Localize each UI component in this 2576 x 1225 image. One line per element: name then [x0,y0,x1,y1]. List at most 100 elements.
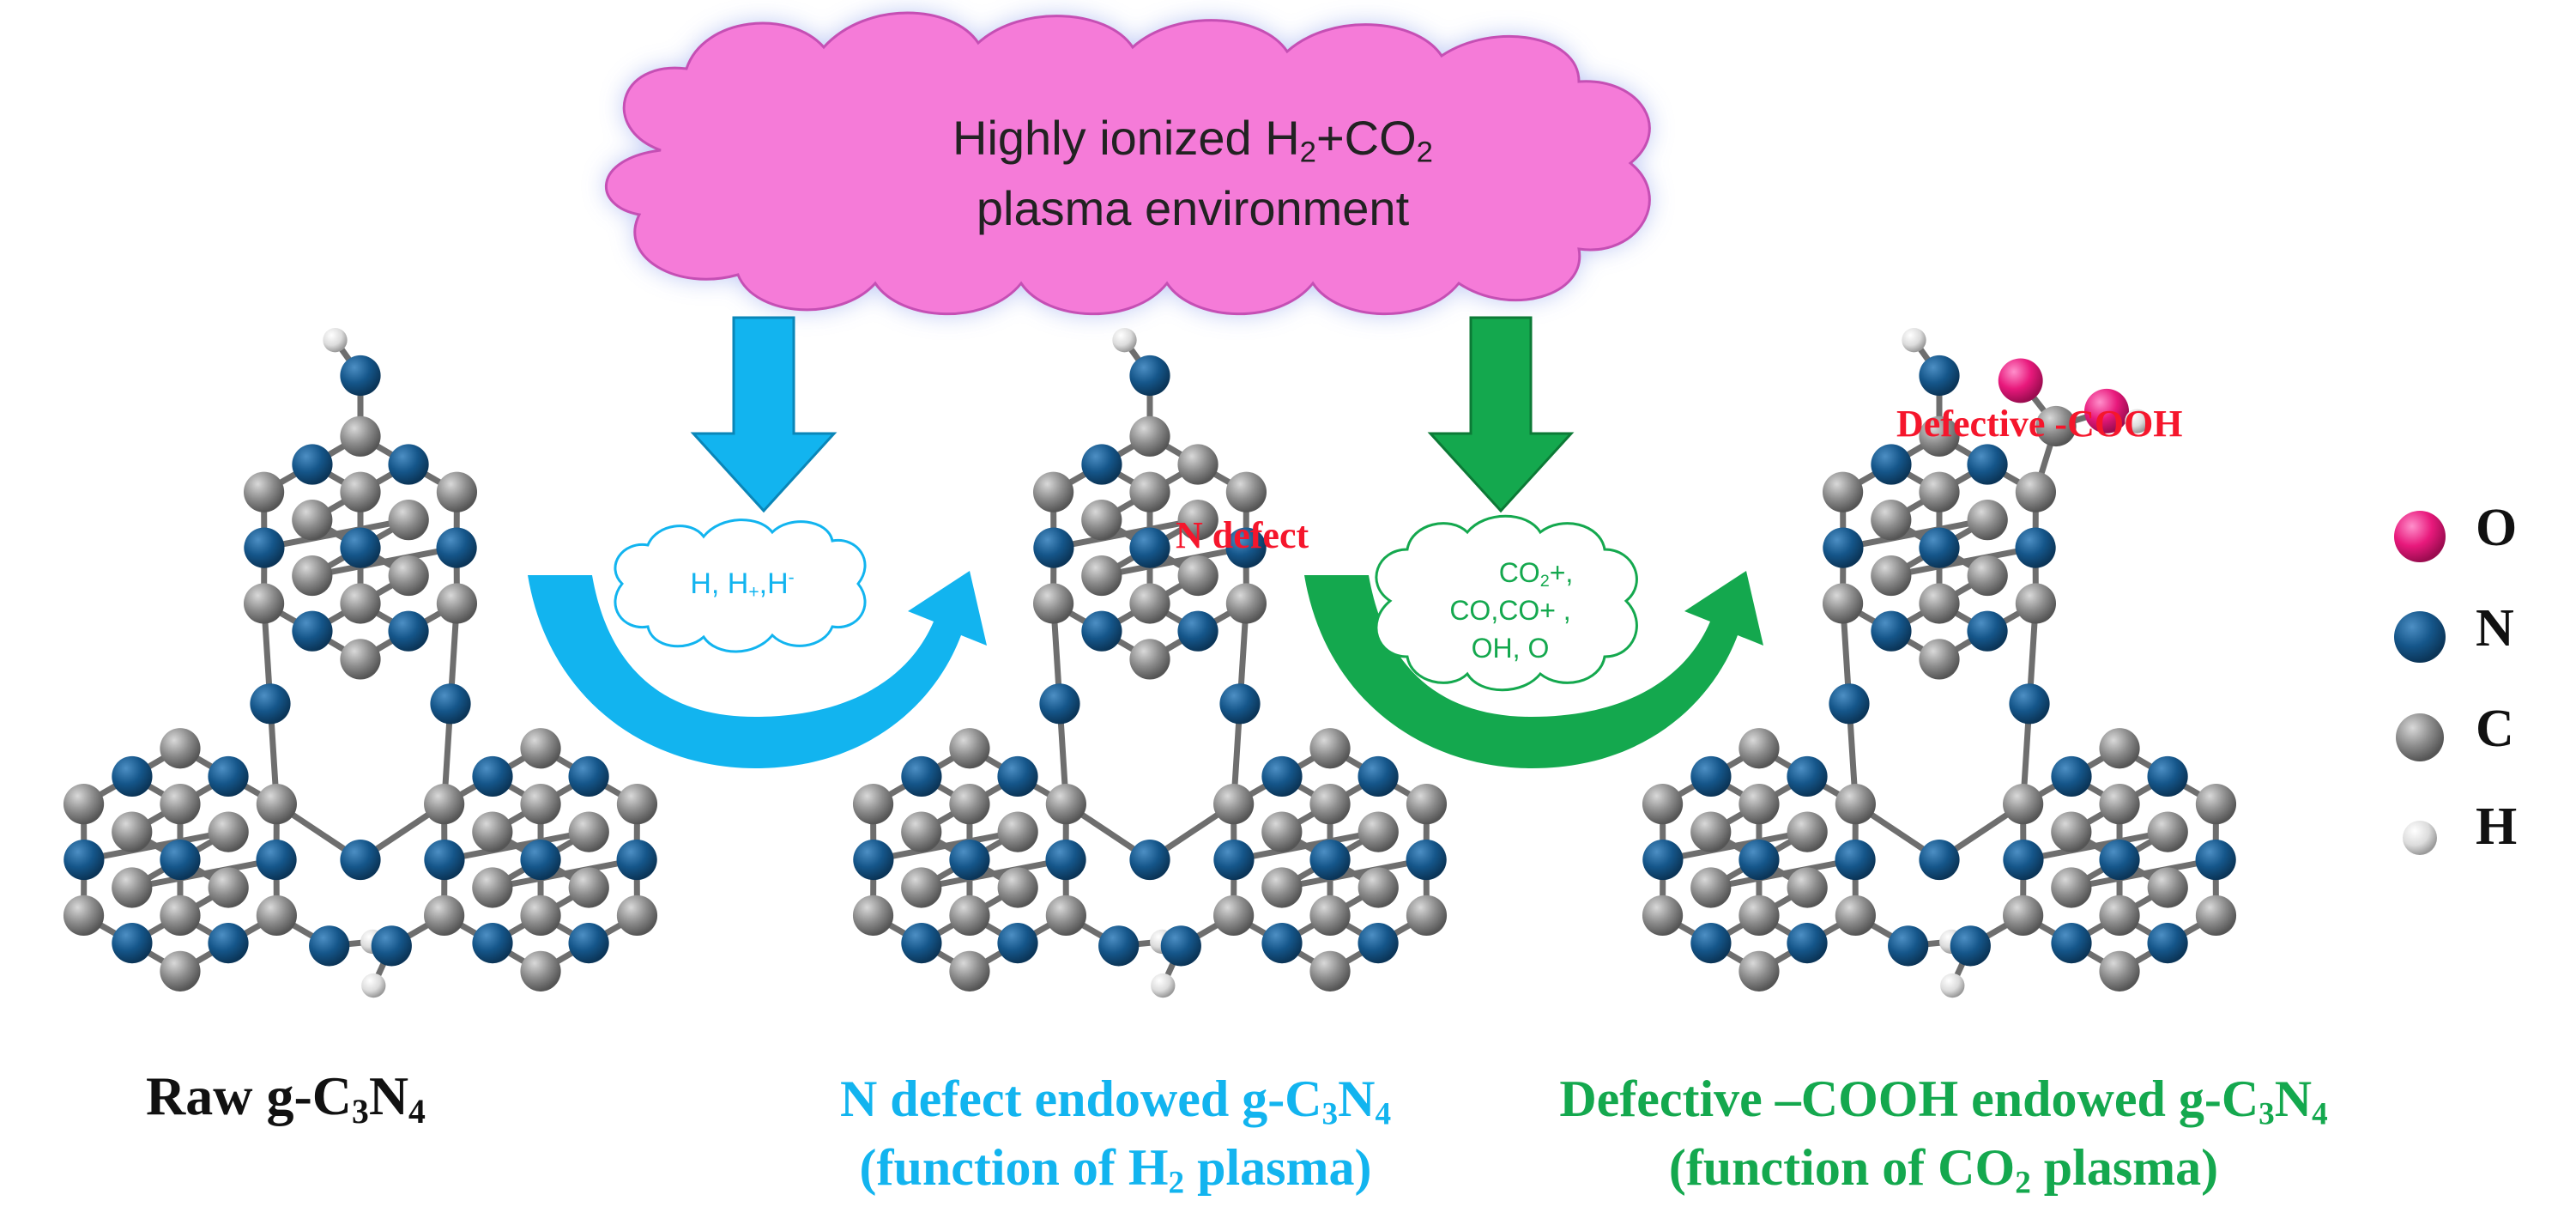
nitrogen-atom [1829,683,1869,724]
carbon-atom [1261,867,1302,907]
carbon-atom [389,555,429,596]
carbon-atom [1823,583,1863,623]
hydrogen-atom [361,973,385,998]
nitrogen-atom [1358,923,1398,963]
nitrogen-atom [2147,756,2187,797]
carbon-atom [1261,811,1302,852]
carbon-atom [998,811,1038,852]
nitrogen-atom [63,840,104,880]
nitrogen-atom [1690,923,1731,963]
nitrogen-atom [949,840,989,880]
nitrogen-atom [340,355,380,396]
nitrogen-atom [1919,840,1959,880]
nitrogen-atom [1261,756,1302,797]
plasma-cloud-line1: Highly ionized H2+CO2 [584,103,1802,173]
nitrogen-atom [1690,756,1731,797]
nitrogen-atom [901,756,941,797]
oxygen-atom [1999,358,2043,403]
carbon-atom [472,811,512,852]
carbon-atom [901,811,941,852]
carbon-atom [1033,472,1073,512]
nitrogen-atom [1787,756,1827,797]
nitrogen-atom [520,840,560,880]
carbon-atom [2016,472,2056,512]
hydrogen-atom [1151,973,1175,998]
carbon-atom [1129,639,1170,679]
carbon-atom [1787,867,1828,907]
carbon-atom [1787,811,1828,852]
nitrogen-atom [1081,444,1122,484]
co2-species-text: CO2+, CO,CO+ , OH, O [1382,554,1639,667]
nitrogen-atom [2003,840,2043,880]
nitrogen-atom [1039,683,1079,724]
carbon-atom [520,784,560,824]
carbon-atom [160,784,200,824]
carbon-atom [2051,867,2091,907]
carbon-atom [1642,784,1683,824]
nitrogen-atom [160,840,200,880]
carbon-atom [1738,895,1779,936]
carbon-atom [1178,555,1218,596]
carbon-atom [2051,811,2091,852]
h2-caption: N defect endowed g-C3N4 (function of H2 … [747,1064,1485,1202]
carbon-atom [1046,784,1086,824]
nitrogen-atom [2009,683,2049,724]
carbon-atom [2148,867,2188,907]
carbon-atom [1406,784,1447,824]
carbon-atom [617,784,657,824]
carbon-atom [112,867,152,907]
carbon-atom [1871,555,1911,596]
nitrogen-atom [1129,840,1170,880]
carbon-atom [160,728,200,768]
carbon-atom [1309,784,1350,824]
nitrogen-atom [340,840,380,880]
nitrogen-atom [436,528,476,568]
carbon-atom [569,811,609,852]
nitrogen-atom [1950,925,1991,966]
nitrogen-atom [2147,923,2187,963]
carbon-atom [112,811,152,852]
carbon-atom [853,784,893,824]
nitrogen-atom [208,923,248,963]
hydrogen-atom [1112,328,1136,352]
nitrogen-atom [1081,611,1122,652]
carbon-atom [209,811,249,852]
carbon-atom [949,951,989,992]
carbon-atom [160,951,200,992]
legend-label-c: C [2476,699,2514,760]
oxygen-atom-icon [2394,511,2446,562]
nitrogen-atom [568,923,608,963]
carbon-atom [257,895,297,936]
nitrogen-atom [112,923,152,963]
nitrogen-atom [1871,444,1911,484]
carbon-atom [340,639,380,679]
nitrogen-atom [1033,528,1073,568]
carbon-atom [1129,472,1170,512]
nitrogen-atom [1129,528,1170,568]
carbon-atom [1358,811,1399,852]
nitrogen-atom [2016,528,2056,568]
carbon-atom [292,555,332,596]
carbon-atom [2099,895,2139,936]
plasma-cloud-text: Highly ionized H2+CO2 plasma environment [584,103,1802,244]
nitrogen-atom [1358,756,1398,797]
nitrogen-atom [340,528,380,568]
carbon-atom [424,895,464,936]
carbon-atom [1738,728,1779,768]
nitrogen-atom [2051,756,2091,797]
nitrogen-atom [1219,683,1260,724]
carbon-atom [1823,472,1863,512]
nitrogen-atom [1919,528,1959,568]
nitrogen-atom [1309,840,1350,880]
carbon-atom [1226,583,1267,623]
nitrogen-atom [853,840,893,880]
carbon-atom [1835,895,1876,936]
carbon-atom [63,895,104,936]
carbon-atom [520,895,560,936]
carbon-atom [340,416,380,457]
carbon-atom [1213,784,1254,824]
carbon-atom [1177,444,1218,484]
carbon-atom [292,500,332,540]
nitrogen-atom [1129,355,1170,396]
carbon-atom [1919,639,1959,679]
